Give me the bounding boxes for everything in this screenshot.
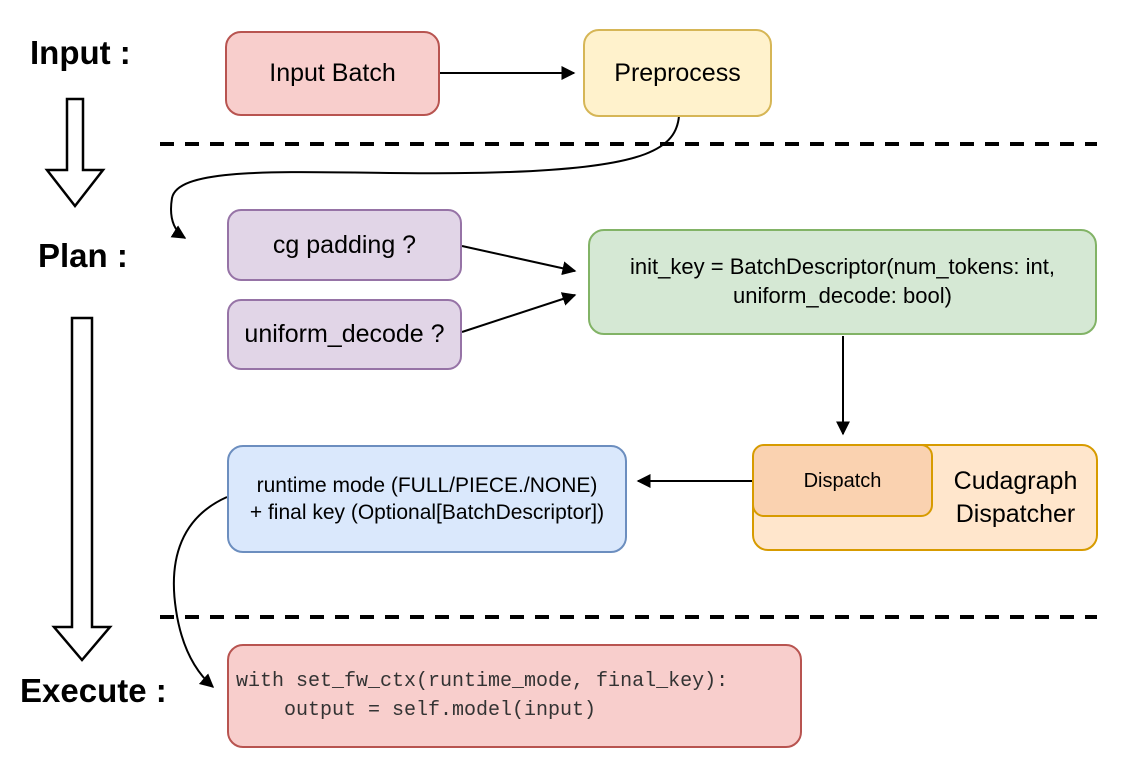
node-input-batch-label: Input Batch [269, 59, 396, 88]
node-preprocess: Preprocess [583, 29, 772, 117]
down-block-arrow-plan-to-execute-icon [51, 316, 113, 662]
node-runtime-result: runtime mode (FULL/PIECE./NONE) + final … [227, 445, 627, 553]
edge-runtime-to-execute [172, 496, 228, 688]
stage-label-input: Input : [30, 34, 131, 71]
execute-code-line1: with set_fw_ctx(runtime_mode, final_key)… [236, 670, 729, 693]
node-cudagraph-dispatcher-label: Cudagraph Dispatcher [933, 444, 1098, 551]
node-execute-code: with set_fw_ctx(runtime_mode, final_key)… [227, 644, 802, 748]
cudagraph-label-line2: Dispatcher [955, 499, 1076, 528]
cudagraph-label-line1: Cudagraph [953, 467, 1078, 495]
edge-preprocess-to-cgpadding [170, 115, 680, 239]
stage-label-execute: Execute : [20, 672, 167, 709]
node-cg-padding: cg padding ? [227, 209, 462, 281]
node-runtime-result-line2: + final key (Optional[BatchDescriptor]) [249, 501, 605, 524]
node-uniform-decode: uniform_decode ? [227, 299, 462, 370]
edge-uniformdecode-to-initkey [461, 292, 577, 333]
node-dispatch: Dispatch [752, 444, 933, 517]
node-init-key-line2: uniform_decode: bool) [733, 283, 952, 308]
down-block-arrow-input-to-plan-icon [44, 97, 106, 209]
node-uniform-decode-label: uniform_decode ? [244, 320, 445, 349]
node-init-key-line1: init_key = BatchDescriptor(num_tokens: i… [630, 254, 1055, 280]
node-dispatch-label: Dispatch [803, 469, 882, 492]
node-preprocess-label: Preprocess [614, 58, 741, 87]
execute-code-line2: output = self.model(input) [236, 699, 597, 722]
node-init-key: init_key = BatchDescriptor(num_tokens: i… [588, 229, 1097, 335]
node-runtime-result-line1: runtime mode (FULL/PIECE./NONE) [256, 473, 598, 497]
stage-label-plan: Plan : [38, 237, 128, 274]
edge-cgpadding-to-initkey [461, 245, 577, 276]
node-cg-padding-label: cg padding ? [272, 230, 417, 259]
node-input-batch: Input Batch [225, 31, 440, 116]
